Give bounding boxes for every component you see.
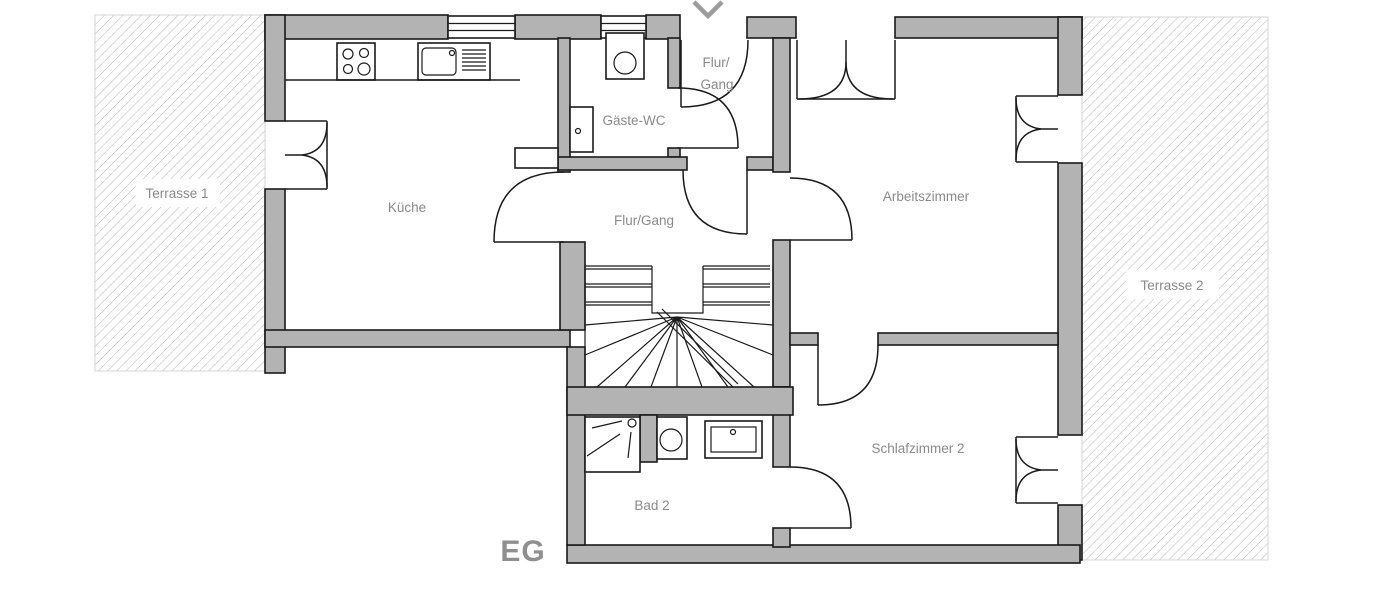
interior-walls bbox=[557, 37, 1059, 548]
level-label: EG bbox=[500, 535, 545, 568]
stove-icon bbox=[336, 42, 376, 81]
shower-icon bbox=[584, 416, 641, 473]
french-door-kitchen-terrace bbox=[285, 120, 328, 190]
kitchen-window bbox=[447, 15, 516, 39]
bath-toilet-icon bbox=[656, 416, 688, 460]
guest-wc-door bbox=[677, 87, 739, 149]
guest-wc-basin-icon bbox=[569, 106, 594, 153]
french-door-bedroom-terrace bbox=[1015, 436, 1058, 504]
terrace-1-label: Terrasse 1 bbox=[145, 186, 208, 201]
entrance-arrow-icon bbox=[692, 0, 724, 20]
room-label-arbeitszimmer: Arbeitszimmer bbox=[883, 189, 970, 204]
room-label-flur-oben-line1: Flur/ bbox=[703, 55, 730, 70]
room-label-flur-mitte: Flur/Gang bbox=[614, 213, 674, 228]
guest-wc-toilet-icon bbox=[605, 32, 645, 80]
french-door-study-north bbox=[796, 40, 896, 100]
terrace-1-label-box bbox=[136, 179, 220, 207]
entrance-door bbox=[680, 39, 749, 108]
french-door-study-terrace bbox=[1015, 95, 1058, 163]
bedroom-door bbox=[817, 344, 879, 406]
room-label-gaeste-wc: Gäste-WC bbox=[602, 113, 665, 128]
room-label-schlafzimmer-2: Schlafzimmer 2 bbox=[871, 441, 964, 456]
bath-door bbox=[789, 466, 852, 529]
bath-sink-icon bbox=[704, 420, 763, 459]
study-door bbox=[789, 177, 853, 241]
terrace-2-label-box bbox=[1126, 270, 1219, 299]
staircase-icon bbox=[584, 265, 774, 388]
kitchen-door bbox=[493, 171, 565, 243]
hall-to-corridor-door bbox=[682, 169, 748, 235]
room-label-kueche: Küche bbox=[388, 200, 426, 215]
terrace-2-label: Terrasse 2 bbox=[1140, 278, 1203, 293]
exterior-walls bbox=[264, 14, 1083, 564]
room-labels: Terrasse 1 Terrasse 2 Küche Gäste-WC Flu… bbox=[136, 55, 1219, 568]
kitchen-sink-icon bbox=[417, 42, 491, 81]
kitchen-counter-fixture bbox=[514, 147, 559, 169]
room-label-flur-oben-line2: Gang bbox=[700, 77, 733, 92]
room-label-bad-2: Bad 2 bbox=[634, 498, 669, 513]
